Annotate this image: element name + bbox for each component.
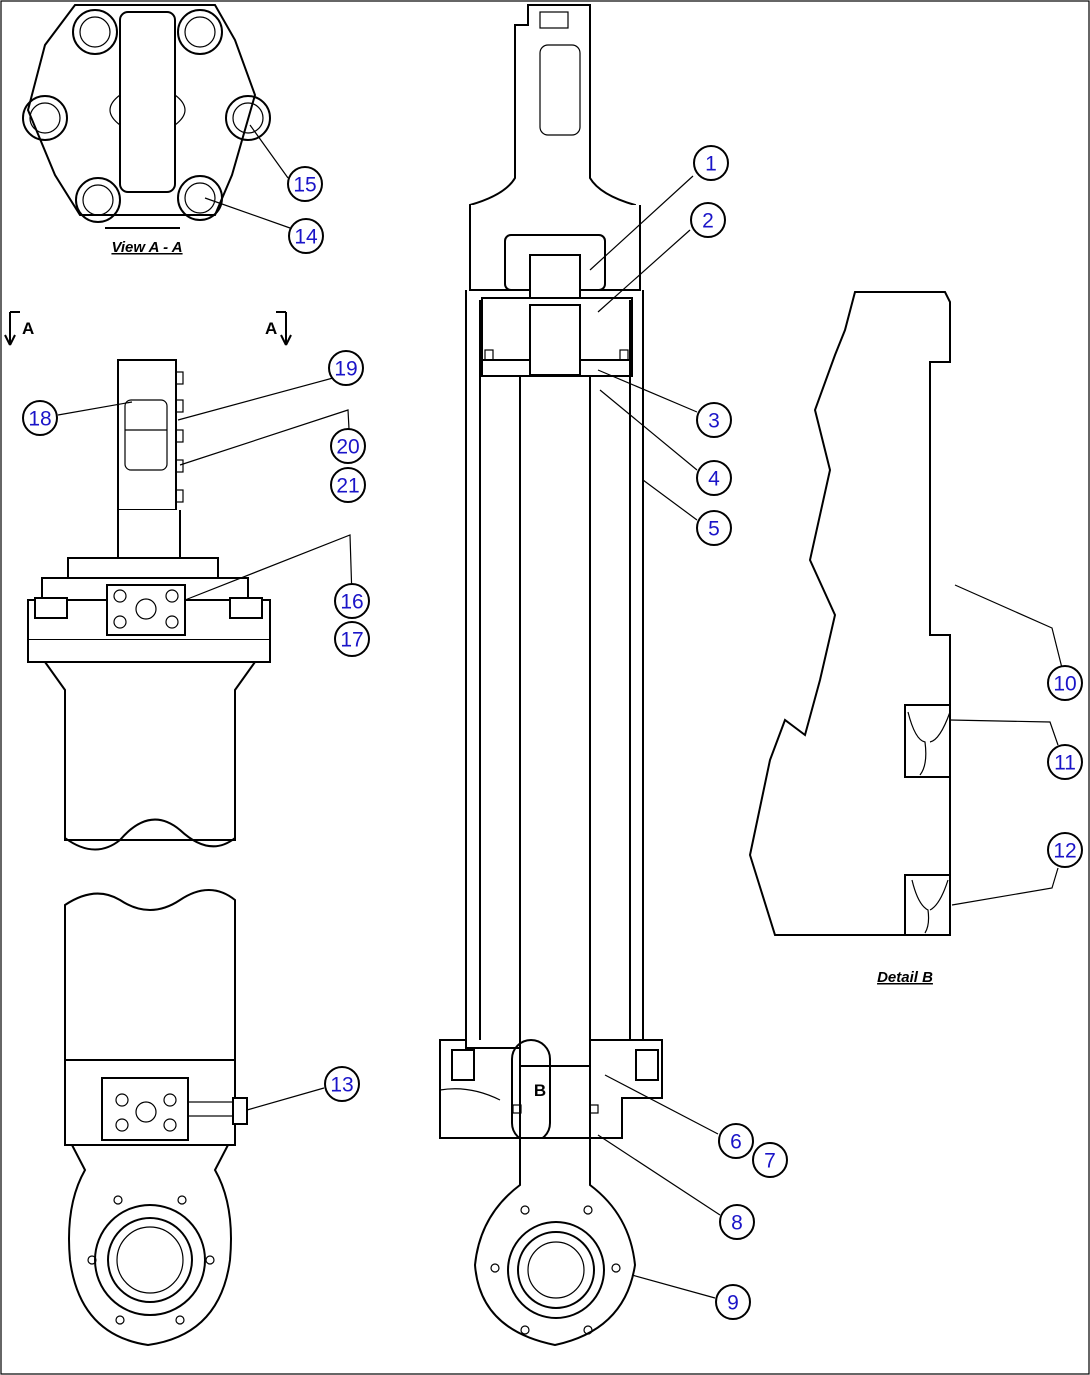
callout-7: 7 xyxy=(752,1142,788,1178)
callout-11: 11 xyxy=(1047,744,1083,780)
callout-16: 16 xyxy=(334,583,370,619)
svg-text:9: 9 xyxy=(727,1292,739,1315)
left-side-view xyxy=(27,359,271,1347)
section-label-left: A xyxy=(22,319,34,338)
callout-4: 4 xyxy=(696,460,732,496)
callout-18: 18 xyxy=(22,400,58,436)
svg-text:8: 8 xyxy=(731,1212,743,1235)
view-a-a-caption: View A - A xyxy=(111,239,182,256)
svg-text:20: 20 xyxy=(336,436,359,459)
svg-text:18: 18 xyxy=(28,408,51,431)
callout-5: 5 xyxy=(696,510,732,546)
callout-20: 20 xyxy=(330,428,366,464)
callout-6: 6 xyxy=(718,1123,754,1159)
callout-1: 1 xyxy=(693,145,729,181)
svg-text:14: 14 xyxy=(294,226,318,249)
svg-text:5: 5 xyxy=(708,518,720,541)
svg-text:7: 7 xyxy=(764,1150,776,1173)
callout-17: 17 xyxy=(334,621,370,657)
svg-text:1: 1 xyxy=(705,153,717,176)
callout-21: 21 xyxy=(330,467,366,503)
callout-15: 15 xyxy=(287,166,323,202)
svg-text:17: 17 xyxy=(340,629,363,652)
svg-text:19: 19 xyxy=(334,358,357,381)
svg-text:10: 10 xyxy=(1053,673,1076,696)
flange-hole-icon xyxy=(490,1205,621,1335)
callout-12: 12 xyxy=(1047,832,1083,868)
callout-9: 9 xyxy=(715,1284,751,1320)
detail-b-marker-label: B xyxy=(534,1081,546,1100)
port-bolt-icon xyxy=(115,1093,177,1132)
flange-hole-icon xyxy=(87,1195,215,1325)
view-a-a: View A - A xyxy=(22,4,271,256)
svg-text:11: 11 xyxy=(1054,752,1076,775)
section-label-right: A xyxy=(265,319,277,338)
svg-text:15: 15 xyxy=(293,174,316,197)
bolt-stack xyxy=(175,371,184,503)
svg-text:16: 16 xyxy=(340,591,363,614)
svg-text:3: 3 xyxy=(708,410,720,433)
callout-10: 10 xyxy=(1047,665,1083,701)
svg-text:6: 6 xyxy=(730,1131,742,1154)
svg-text:21: 21 xyxy=(336,475,359,498)
section-marker-right: A xyxy=(265,311,292,346)
bolt-head-icon xyxy=(22,9,271,223)
callout-3: 3 xyxy=(696,402,732,438)
svg-text:4: 4 xyxy=(708,468,720,491)
svg-text:2: 2 xyxy=(702,210,714,233)
center-section-view: B xyxy=(439,4,663,1347)
detail-b-caption: Detail B xyxy=(877,969,933,986)
detail-b-view: Detail B xyxy=(748,291,951,986)
callout-19: 19 xyxy=(328,350,364,386)
callout-8: 8 xyxy=(719,1204,755,1240)
svg-text:13: 13 xyxy=(330,1074,353,1097)
port-bolt-icon xyxy=(113,589,179,629)
svg-text:12: 12 xyxy=(1053,840,1076,863)
callout-13: 13 xyxy=(324,1066,360,1102)
callout-14: 14 xyxy=(288,218,324,254)
callouts: 1 2 3 4 5 6 7 8 9 10 11 12 13 14 15 16 1… xyxy=(22,145,1083,1320)
section-marker-left: A xyxy=(4,311,34,346)
callout-2: 2 xyxy=(690,202,726,238)
